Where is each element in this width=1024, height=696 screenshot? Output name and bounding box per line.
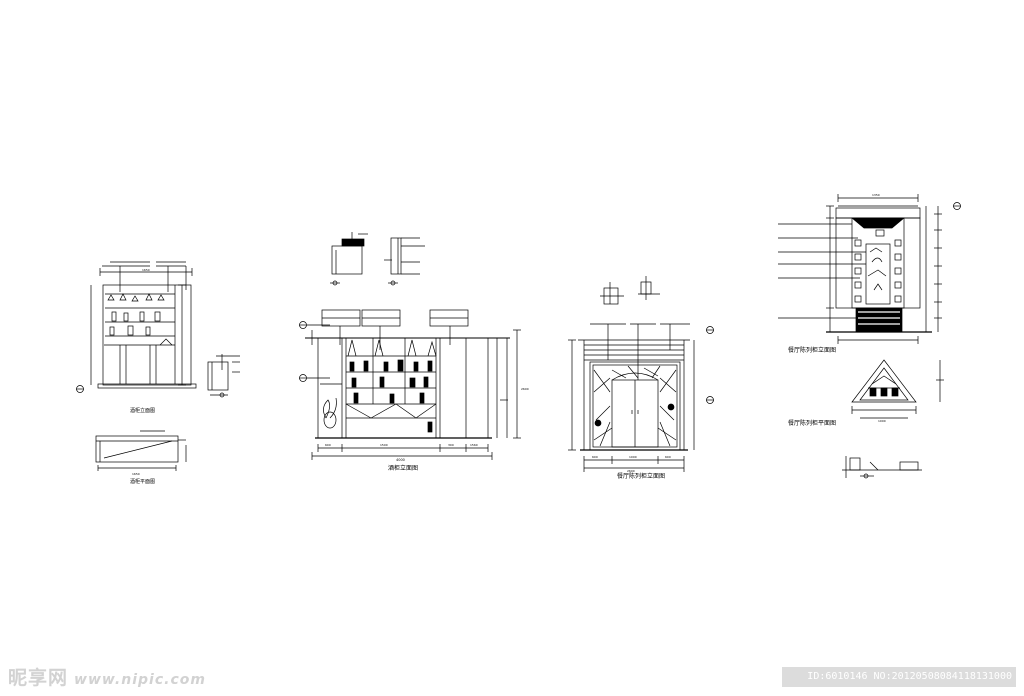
image-id-label: ID:6010146 NO:20120508084118131000 [782,667,1016,687]
dim-main-height: 2600 [521,387,529,391]
title-dining-elevation-main: 餐厅陈列柜立面图 [617,472,665,480]
watermark-logo: 昵享网 www.nipic.com [8,663,206,690]
watermark-url: www.nipic.com [74,672,206,688]
dining-display-elevation-right [778,194,961,344]
dining-display-elevation-main [568,323,714,472]
dim-dining-seg2: 1000 [629,455,637,459]
dining-details-top [600,276,660,305]
wine-cabinet-details-top [330,232,425,286]
dim-dining-seg3: 600 [665,455,671,459]
dim-left-plan-width: 1650 [132,472,140,476]
dim-main-seg3: 300 [448,443,454,447]
dim-dining-seg1: 600 [592,455,598,459]
dim-right-plan: 1000 [878,419,886,423]
title-dining-elevation-right: 餐厅陈列柜立面图 [788,346,836,354]
dim-main-seg1: 600 [325,443,331,447]
watermark-brand: 昵享网 [8,667,69,689]
wine-cabinet-section-small [207,354,240,398]
wine-cabinet-elevation-main [299,309,521,460]
wine-cabinet-elevation-left [76,261,197,393]
dim-main-seg4: 1560 [470,443,478,447]
dim-main-seg2: 1500 [380,443,388,447]
dim-right-top: 1350 [872,193,880,197]
dim-main-total: 4000 [396,458,405,462]
dim-dining-total: 2600 [627,469,635,473]
title-wine-elevation-left: 酒柜立面图 [130,407,155,414]
dining-detail-bottom [842,456,922,479]
title-wine-plan-left: 酒柜平面图 [130,478,155,485]
dining-display-plan-right [851,359,944,419]
title-dining-plan-right: 餐厅陈列柜平面图 [788,419,836,427]
title-wine-elevation-main: 酒柜立面图 [388,464,418,472]
dim-left-width: 1650 [142,268,150,272]
wine-cabinet-plan-left [95,430,187,471]
